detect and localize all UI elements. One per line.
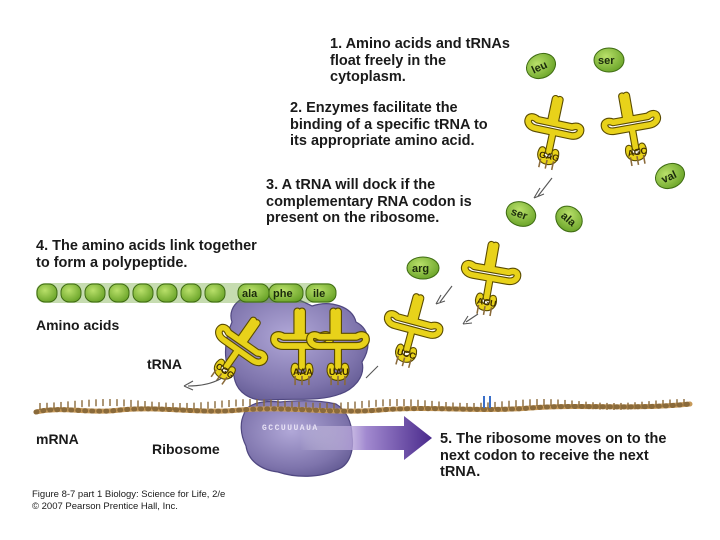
- svg-text:ser: ser: [598, 55, 615, 67]
- chain-amino-acid-ala: ala: [242, 288, 258, 300]
- ribosome-movement-arrow: [300, 416, 432, 460]
- polypeptide-bead: [84, 283, 106, 303]
- mrna-strand: [33, 399, 693, 415]
- mrna-codon-sequence: GCCUUUAUA: [262, 424, 319, 433]
- step-4-text: 4. The amino acids link together to form…: [36, 238, 257, 271]
- amino-acid-ser-docking: ser: [505, 201, 537, 227]
- polypeptide-bead: [108, 283, 130, 303]
- svg-text:val: val: [660, 169, 679, 186]
- amino-acid-arg: arg: [406, 256, 440, 280]
- svg-text:arg: arg: [412, 263, 429, 275]
- polypeptide-bead: [204, 283, 226, 303]
- trna-uau-a-site: UAU: [306, 307, 370, 386]
- step-1-text: 1. Amino acids and tRNAs float freely in…: [330, 36, 510, 85]
- polypeptide-bead: [180, 283, 202, 303]
- anticodon-label: AGU: [476, 296, 497, 309]
- step-2-text: 2. Enzymes facilitate the binding of a s…: [290, 100, 488, 149]
- anticodon-label: AGC: [627, 145, 649, 158]
- polypeptide-bead: [60, 283, 82, 303]
- anticodon-label: UAU: [329, 367, 349, 377]
- trna-agc: AGC: [600, 91, 661, 167]
- direction-arrows: [183, 177, 553, 391]
- polypeptide-bead: [268, 283, 304, 303]
- trna-ucc: UCC: [383, 293, 444, 369]
- polypeptide-bead: [156, 283, 178, 303]
- polypeptide-chain: [36, 283, 337, 303]
- trna-agu: AGU: [461, 240, 522, 317]
- trna-cgg: CGG: [210, 316, 269, 385]
- chain-amino-acid-ile: ile: [313, 288, 325, 300]
- polypeptide-bead: [36, 283, 58, 303]
- anticodon-label: AAA: [293, 367, 313, 377]
- label-mrna: mRNA: [36, 431, 79, 447]
- svg-text:ser: ser: [509, 206, 529, 223]
- label-ribosome: Ribosome: [152, 441, 220, 457]
- step-5-text: 5. The ribosome moves on to the next cod…: [440, 431, 667, 480]
- next-codon-marker: [483, 396, 491, 408]
- amino-acid-val: val: [654, 162, 686, 190]
- label-trna: tRNA: [147, 356, 182, 372]
- amino-acid-leu: leu: [525, 52, 557, 80]
- amino-acid-ser: ser: [593, 47, 625, 73]
- anticodon-label: UCC: [396, 347, 418, 362]
- polypeptide-bead: [132, 283, 154, 303]
- chain-amino-acid-phe: phe: [273, 288, 293, 300]
- caption-figure: Figure 8-7 part 1 Biology: Science for L…: [32, 489, 226, 500]
- anticodon-label: GAG: [538, 149, 560, 163]
- polypeptide-bead: [305, 283, 337, 303]
- trna-gag: GAG: [524, 94, 585, 171]
- label-amino-acids: Amino acids: [36, 317, 120, 333]
- amino-acid-ala: ala: [555, 205, 583, 233]
- step-3-text: 3. A tRNA will dock if the complementary…: [266, 177, 472, 226]
- caption-copyright: © 2007 Pearson Prentice Hall, Inc.: [32, 501, 178, 512]
